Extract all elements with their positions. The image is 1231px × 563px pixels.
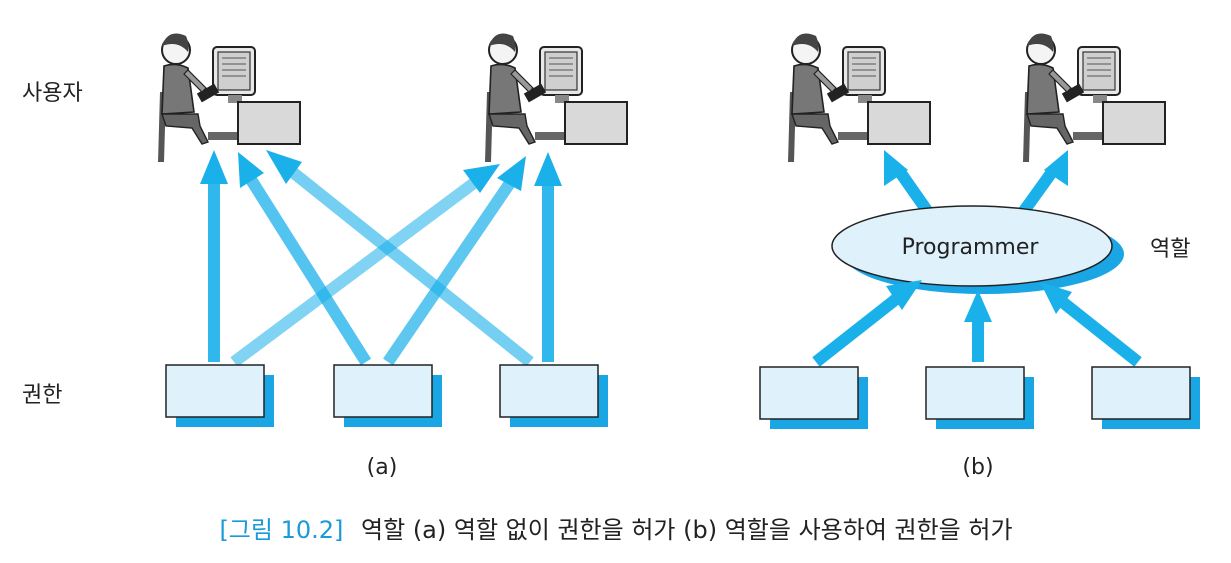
permission-box (1091, 366, 1200, 429)
arrow (238, 152, 372, 366)
role-label: 역할 (1150, 237, 1190, 262)
arrow (964, 290, 992, 362)
figure-caption: [그림 10.2] 역할 (a) 역할 없이 권한을 허가 (b) 역할을 사용… (219, 516, 1012, 544)
user-icon (1022, 32, 1166, 164)
user-icon (484, 32, 628, 164)
role-ellipse: Programmer (831, 205, 1124, 294)
permission-box (925, 366, 1034, 429)
permissions-label: 권한 (22, 383, 62, 408)
arrow (230, 164, 500, 367)
arrow (534, 152, 562, 362)
permission-arrows-a (200, 150, 562, 367)
role-name: Programmer (902, 235, 1040, 260)
panel-a: (a) (157, 32, 628, 480)
permission-box (165, 364, 274, 427)
arrow (812, 280, 922, 367)
arrow (383, 156, 526, 366)
user-icon (157, 32, 301, 164)
arrow (266, 150, 534, 367)
permission-box (759, 366, 868, 429)
user-icon (787, 32, 931, 164)
permission-to-role-arrows (812, 280, 1142, 367)
permission-box (499, 364, 608, 427)
panel-b-label: (b) (962, 455, 993, 480)
users-label: 사용자 (22, 81, 83, 106)
panel-b: Programmer 역할 (759, 32, 1200, 480)
panel-a-label: (a) (367, 455, 398, 480)
figure-caption-text: 역할 (a) 역할 없이 권한을 허가 (b) 역할을 사용하여 권한을 허가 (361, 516, 1013, 544)
permission-box (333, 364, 442, 427)
figure-number: [그림 10.2] (219, 516, 343, 544)
arrow (1040, 282, 1142, 367)
arrow (200, 150, 228, 362)
